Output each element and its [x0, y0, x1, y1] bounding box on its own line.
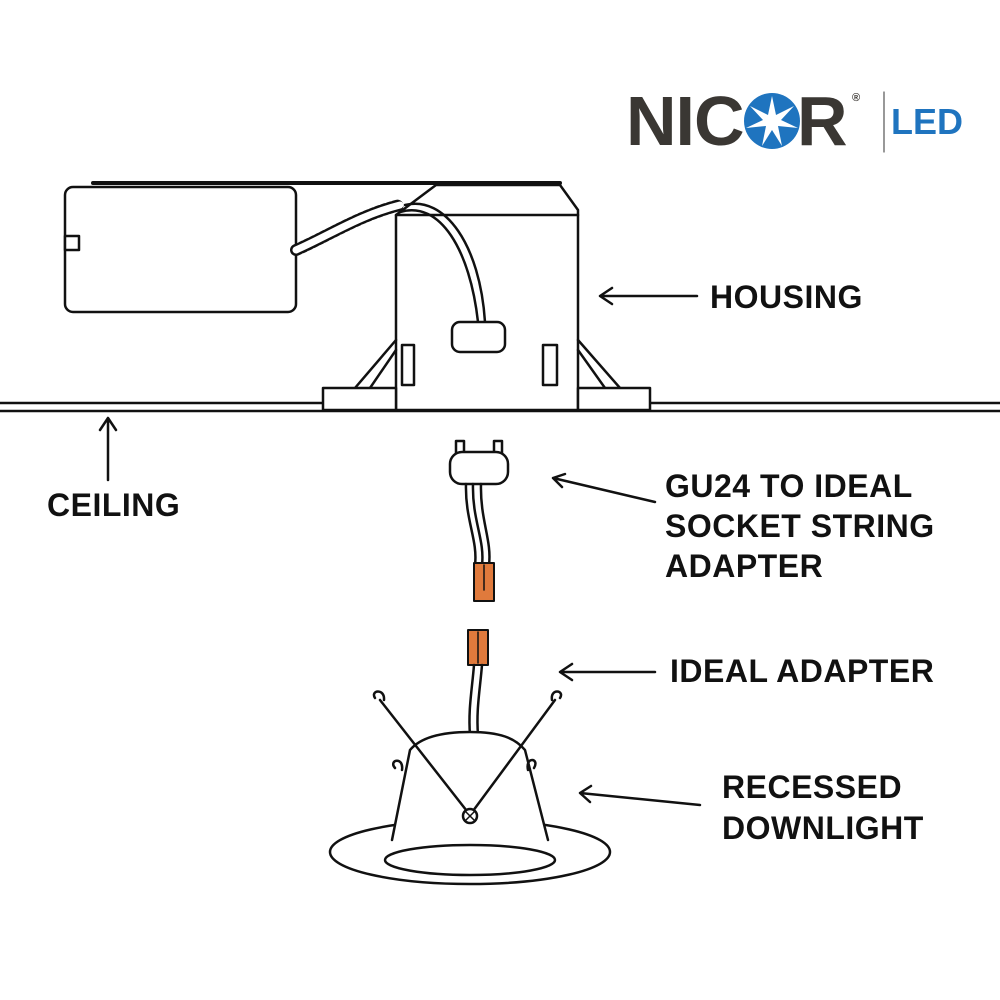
downlight-drawing [328, 690, 612, 886]
logo-brand: NICOR [626, 82, 848, 160]
logo-registered: ® [852, 92, 861, 104]
ideal-adapter-drawing [467, 629, 489, 737]
label-gu24-line1: GU24 TO IDEAL [665, 468, 913, 504]
label-gu24-line3: ADAPTER [665, 548, 824, 584]
label-ideal-adapter: IDEAL ADAPTER [670, 653, 935, 689]
label-downlight-line2: DOWNLIGHT [722, 810, 924, 846]
arrows [98, 286, 702, 807]
nicor-led-logo: NICOR ® LED [626, 86, 986, 156]
label-ceiling: CEILING [47, 487, 181, 523]
arrow-gu24 [551, 472, 657, 504]
housing-drawing [63, 181, 652, 412]
gu24-adapter-drawing [448, 439, 510, 602]
label-housing: HOUSING [710, 279, 863, 315]
arrow-ideal [558, 662, 657, 682]
nicor-logo-star-icon [744, 93, 800, 149]
label-gu24-line2: SOCKET STRING [665, 508, 935, 544]
logo-led: LED [891, 101, 963, 142]
arrow-downlight [578, 784, 702, 807]
arrow-housing [598, 286, 699, 306]
label-downlight-line1: RECESSED [722, 769, 903, 805]
arrow-ceiling [98, 416, 118, 482]
